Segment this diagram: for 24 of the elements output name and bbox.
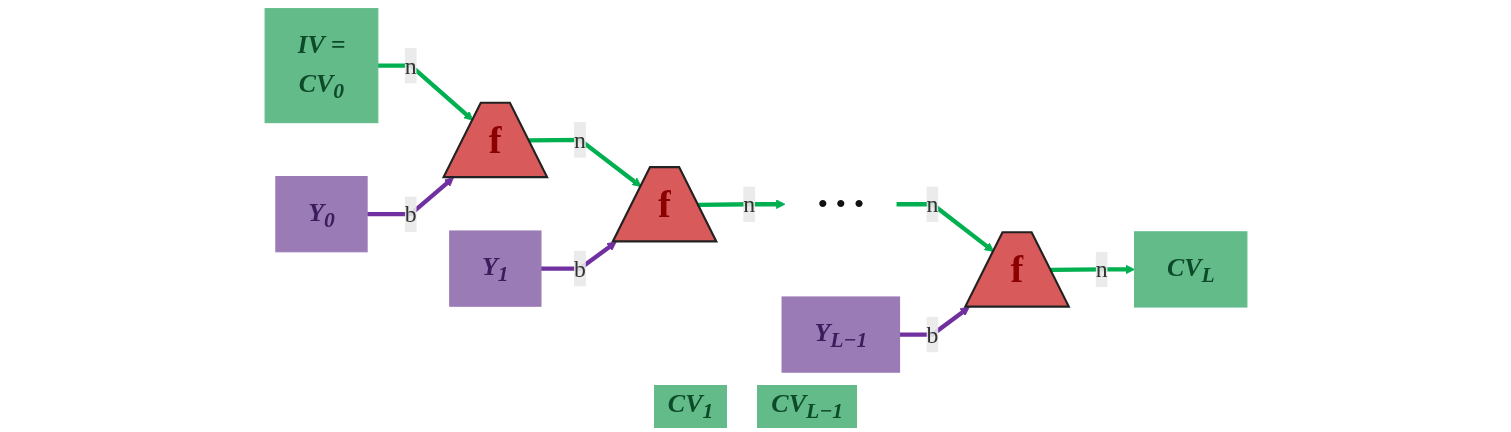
edge-label: n	[573, 126, 586, 154]
edge-label: b	[404, 200, 417, 228]
node-box: CV$_{L}$	[1133, 231, 1247, 308]
arrow	[896, 202, 994, 252]
node-box: Y$_{1}$	[448, 230, 541, 307]
node-text: • • •	[816, 187, 864, 221]
arrow	[540, 241, 617, 271]
arrow	[1050, 264, 1135, 275]
arrow	[697, 199, 785, 209]
label-text: CV$_{L−1}$	[757, 384, 858, 428]
node-box: Y$_{L−1}$	[781, 296, 900, 373]
edge-label: n	[404, 52, 417, 80]
label-text: CV$_{1}$	[653, 384, 728, 428]
arrow	[366, 177, 454, 217]
node-box: IV = CV$_{0}$	[264, 8, 378, 124]
edge-label: b	[926, 321, 938, 349]
arrow	[899, 306, 970, 337]
edge-label: n	[926, 190, 938, 218]
arrow	[377, 63, 473, 121]
arrow	[528, 137, 641, 187]
edge-label: b	[573, 255, 586, 283]
edge-label: n	[742, 190, 755, 218]
edge-label: n	[1095, 255, 1108, 283]
node-box: Y$_{0}$	[274, 176, 368, 253]
